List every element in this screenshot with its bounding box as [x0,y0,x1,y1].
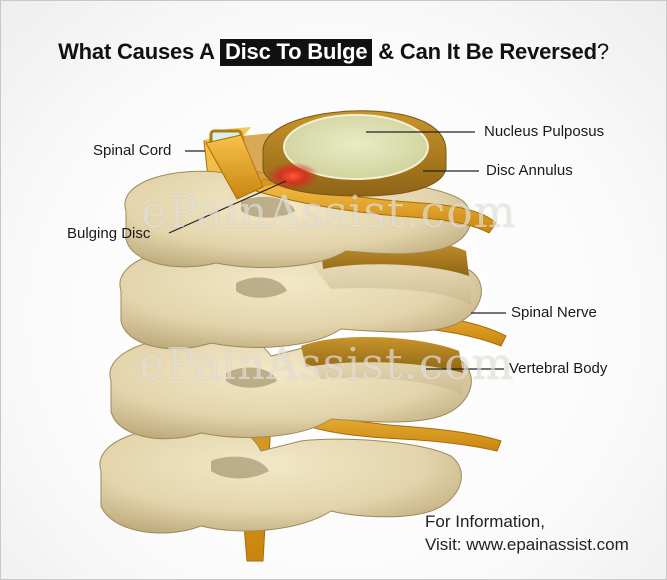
info-line-1: For Information, [425,512,545,531]
nucleus-pulposus-shape [283,114,429,180]
label-vertebral-body: Vertebral Body [509,360,608,377]
title-question-mark: ? [596,39,609,64]
title-highlight: Disc To Bulge [219,39,373,66]
label-spinal-nerve: Spinal Nerve [511,304,597,321]
title-prefix: What Causes A [58,39,220,64]
label-disc-annulus: Disc Annulus [486,162,573,179]
vertebra-2 [119,246,482,350]
title-suffix: & Can It Be Reversed [372,39,597,64]
label-spinal-cord: Spinal Cord [93,142,172,159]
watermark-top: ePainAssist.com [141,187,517,238]
leader-lines [168,131,506,370]
label-nucleus-pulposus: Nucleus Pulposus [484,123,605,140]
disc-middle [301,336,463,373]
page-title: What Causes A Disc To Bulge & Can It Be … [1,39,666,66]
vertebra-4 [99,426,462,534]
label-bulging-disc: Bulging Disc [67,225,151,242]
top-disc [262,110,447,197]
bulge-highlight [267,162,319,190]
info-line-2: Visit: www.epainassist.com [425,535,629,554]
watermark-bottom: ePainAssist.com [139,339,515,390]
